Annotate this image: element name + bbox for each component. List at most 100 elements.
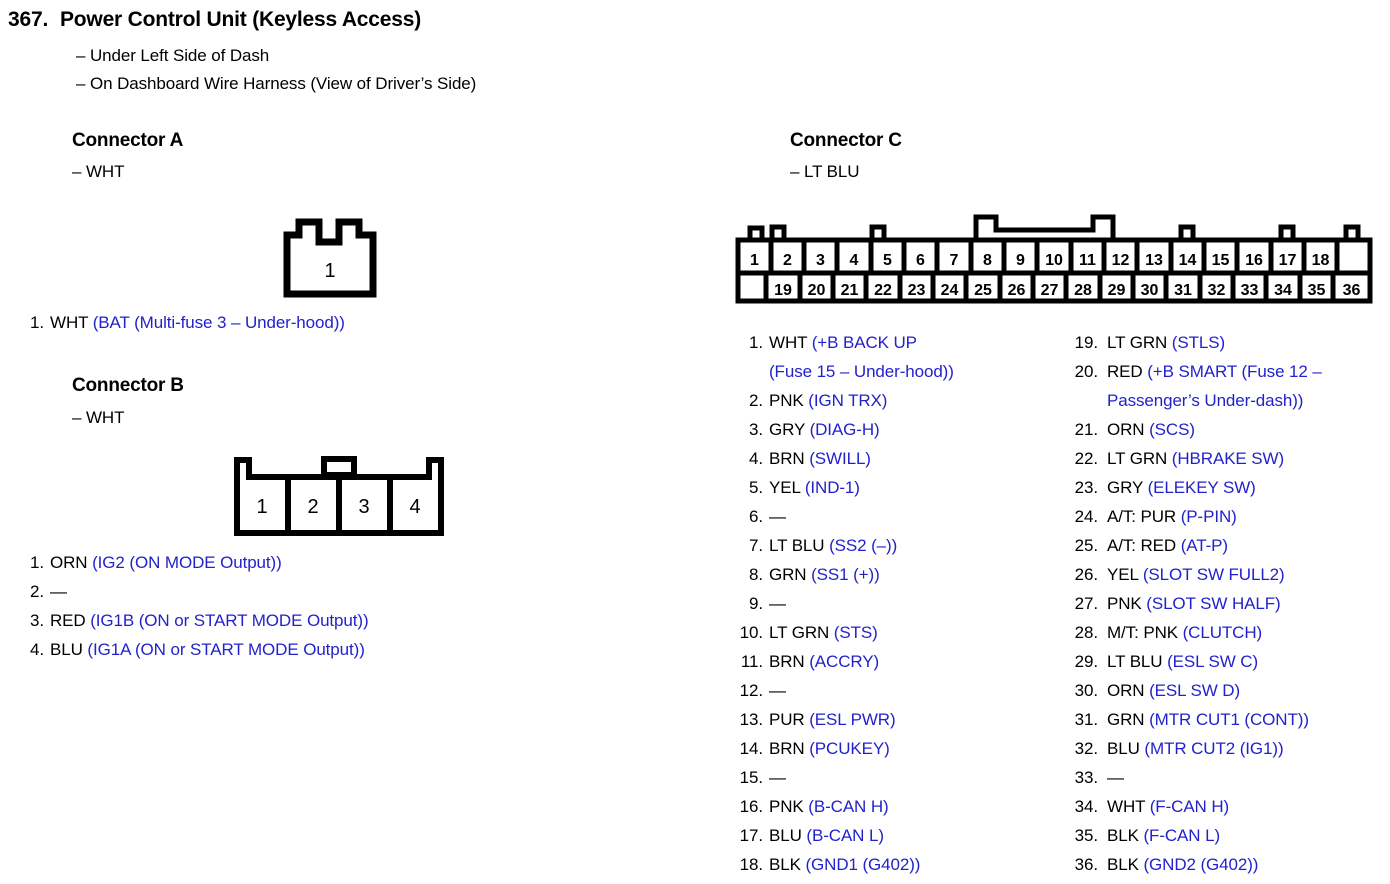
pin-circuit-name: (ELEKEY SW): [1147, 478, 1256, 497]
pin-circuit-name: (CLUTCH): [1182, 623, 1263, 642]
pin-row: 24. A/T: PUR (P-PIN): [1068, 507, 1390, 536]
location-note-2: – On Dashboard Wire Harness (View of Dri…: [76, 74, 477, 93]
connector-c-bottom-cell-26: 26: [1008, 282, 1026, 299]
pin-circuit-name: (ESL PWR): [809, 710, 896, 729]
pin-number: 36.: [1074, 855, 1098, 874]
pin-circuit-name: (GND1 (G402)): [805, 855, 921, 874]
pin-wire-color: LT GRN: [1107, 449, 1168, 468]
pin-number: 19.: [1074, 333, 1098, 352]
pin-row: 9. —: [733, 594, 1083, 623]
pin-circuit-name: (SS2 (–)): [829, 536, 898, 555]
connector-c-top-cell-2: 2: [783, 252, 792, 269]
connector-c-bottom-cell-30: 30: [1141, 282, 1159, 299]
pin-circuit-name: (B-CAN H): [808, 797, 889, 816]
pin-row: 3. GRY (DIAG-H): [733, 420, 1083, 449]
pin-row: 1. WHT (BAT (Multi-fuse 3 – Under-hood)): [14, 313, 474, 342]
pin-wire-color: PNK: [769, 797, 804, 816]
pin-circuit-name: (IG1B (ON or START MODE Output)): [90, 611, 369, 630]
pin-row: 4. BRN (SWILL): [733, 449, 1083, 478]
pin-wire-color: BLU: [1107, 739, 1140, 758]
pin-wire-color: LT BLU: [769, 536, 825, 555]
connector-b-heading: Connector B: [72, 375, 184, 396]
pin-number: 32.: [1074, 739, 1098, 758]
pin-number: 28.: [1074, 623, 1098, 642]
pin-wire-color: GRN: [769, 565, 807, 584]
pin-row: 21. ORN (SCS): [1068, 420, 1390, 449]
pin-wire-color: RED: [1107, 362, 1143, 381]
pin-circuit-name: (+B BACK UP: [811, 333, 917, 352]
pin-wire-color: —: [769, 507, 786, 526]
pin-row: 33. —: [1068, 768, 1390, 797]
pin-number: 6.: [749, 507, 763, 526]
pin-number: 13.: [739, 710, 763, 729]
pin-row: 7. LT BLU (SS2 (–)): [733, 536, 1083, 565]
pin-number: 21.: [1074, 420, 1098, 439]
pin-number: 12.: [739, 681, 763, 700]
pin-wire-color: BLU: [769, 826, 802, 845]
pin-number: 10.: [739, 623, 763, 642]
pin-number: 4.: [30, 640, 44, 659]
connector-c-top-cell-9: 9: [1016, 252, 1025, 269]
pin-wire-color: BLU: [50, 640, 83, 659]
connector-c-bottom-cell-24: 24: [941, 282, 959, 299]
pin-circuit-name: (PCUKEY): [809, 739, 890, 758]
connector-c-bottom-cell-19: 19: [774, 282, 792, 299]
connector-c-top-cell-13: 13: [1145, 252, 1163, 269]
pin-wire-color: PNK: [1107, 594, 1142, 613]
pin-row: 5. YEL (IND-1): [733, 478, 1083, 507]
pin-row: 1. ORN (IG2 (ON MODE Output)): [14, 553, 484, 582]
pin-row: 20. RED (+B SMART (Fuse 12 –: [1068, 362, 1390, 391]
pin-row: 16. PNK (B-CAN H): [733, 797, 1083, 826]
pin-circuit-name: (MTR CUT2 (IG1)): [1144, 739, 1284, 758]
connector-c-top-cell-6: 6: [916, 252, 925, 269]
pin-wire-color: LT GRN: [1107, 333, 1168, 352]
pin-row: 26. YEL (SLOT SW FULL2): [1068, 565, 1390, 594]
pin-number: 30.: [1074, 681, 1098, 700]
connector-c-wire-color: – LT BLU: [790, 162, 860, 181]
connector-b-cell-3: 3: [358, 496, 369, 518]
pin-row: 36. BLK (GND2 (G402)): [1068, 855, 1390, 884]
pin-number: 4.: [749, 449, 763, 468]
pin-number: 3.: [30, 611, 44, 630]
connector-a-diagram: 1: [277, 209, 395, 299]
pin-wire-color: GRY: [769, 420, 805, 439]
pin-number: 29.: [1074, 652, 1098, 671]
pin-circuit-name: (IG1A (ON or START MODE Output)): [87, 640, 365, 659]
pin-circuit-name: (DIAG-H): [809, 420, 880, 439]
pin-row: 30. ORN (ESL SW D): [1068, 681, 1390, 710]
pin-row: 3. RED (IG1B (ON or START MODE Output)): [14, 611, 484, 640]
pin-number: 14.: [739, 739, 763, 758]
connector-c-top-cell-17: 17: [1279, 252, 1297, 269]
pin-wire-color: GRN: [1107, 710, 1145, 729]
pin-number: 1.: [749, 333, 763, 352]
pin-row: 2. PNK (IGN TRX): [733, 391, 1083, 420]
pin-circuit-name: (GND2 (G402)): [1143, 855, 1259, 874]
pin-row-continuation: Passenger’s Under-dash)): [1068, 391, 1390, 420]
connector-c-top-cell-7: 7: [950, 252, 959, 269]
pin-number: 2.: [30, 582, 44, 601]
pin-circuit-name: (IND-1): [804, 478, 860, 497]
pin-row: 17. BLU (B-CAN L): [733, 826, 1083, 855]
pin-wire-color: A/T: RED: [1107, 536, 1177, 555]
connector-c-top-cell-15: 15: [1212, 252, 1230, 269]
connector-c-top-cell-8: 8: [983, 252, 992, 269]
pin-number: 24.: [1074, 507, 1098, 526]
connector-c-top-cell-1: 1: [750, 252, 759, 269]
pin-row: 35. BLK (F-CAN L): [1068, 826, 1390, 855]
pin-row: 8. GRN (SS1 (+)): [733, 565, 1083, 594]
connector-a-heading: Connector A: [72, 130, 184, 151]
pin-wire-color: A/T: PUR: [1107, 507, 1177, 526]
pin-number: 27.: [1074, 594, 1098, 613]
pin-wire-color: BLK: [769, 855, 801, 874]
pin-wire-color: —: [50, 582, 67, 601]
pin-row: 29. LT BLU (ESL SW C): [1068, 652, 1390, 681]
pin-circuit-name: (IG2 (ON MODE Output)): [92, 553, 282, 572]
pin-wire-color: WHT: [1107, 797, 1146, 816]
connector-c-top-cell-14: 14: [1179, 252, 1197, 269]
pin-wire-color: —: [769, 681, 786, 700]
pin-row: 31. GRN (MTR CUT1 (CONT)): [1068, 710, 1390, 739]
connector-b-diagram: 1 2 3 4: [232, 455, 444, 536]
connector-c-top-cell-10: 10: [1045, 252, 1063, 269]
pin-wire-color: WHT: [769, 333, 808, 352]
pin-wire-color: —: [769, 594, 786, 613]
